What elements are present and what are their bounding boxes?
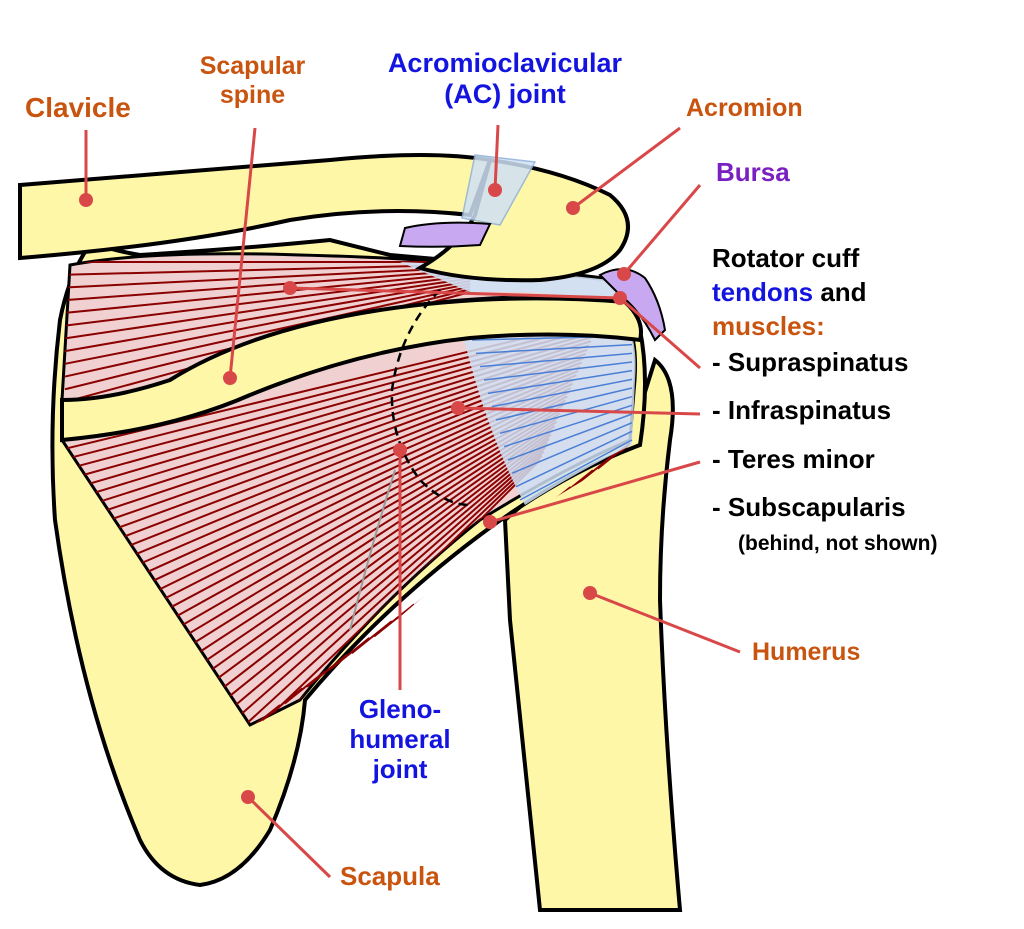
infraspinatus-fiber: [223, 433, 552, 689]
teres-minor-leader-dot: [483, 515, 497, 529]
supraspinatus-fiber: [64, 277, 471, 340]
scapular-spine-label-line1: Scapular: [199, 52, 306, 80]
tendon-fiber: [515, 430, 633, 488]
supraspinatus-dot-link-dot: [283, 281, 297, 295]
supraspinatus-fiber: [64, 282, 471, 365]
ac-joint-label-line2: (AC) joint: [444, 79, 566, 110]
gh-joint-label-line3: joint: [372, 753, 428, 784]
legend-item-infraspinatus: - Infraspinatus: [712, 395, 892, 425]
tendon-fiber: [495, 387, 633, 421]
tendon-fiber: [475, 343, 633, 355]
tendon-fiber: [491, 378, 633, 408]
gh-joint-label-line2: humeral: [349, 723, 451, 754]
infraspinatus-fiber: [241, 446, 547, 715]
glenohumeral-joint-outline: [390, 289, 471, 507]
glenohumeral-joint-label: Gleno- humeral joint: [330, 694, 470, 785]
ac-joint-label-line1: Acromioclavicular: [387, 48, 623, 78]
humerus-label: Humerus: [752, 638, 861, 666]
supraspinatus-fiber: [64, 266, 471, 289]
supraspinatus-fiber: [64, 269, 471, 302]
bursa-leader-dot: [617, 267, 631, 281]
acromion-label: Acromion: [686, 94, 803, 122]
infraspinatus-fiber: [198, 416, 559, 653]
gh-joint-label-line1: Gleno-: [358, 694, 442, 724]
scapular-spine-leader: [228, 127, 257, 379]
acromion-leader-dot: [566, 201, 580, 215]
legend-title: Rotator cuff: [712, 243, 860, 273]
legend-line2: tendons and: [712, 276, 867, 310]
acromion-bone: [414, 157, 630, 283]
leader-lines: [79, 124, 741, 879]
legend-item-subscapularis: - Subscapularis: [712, 492, 906, 522]
infraspinatus-leader-dot: [451, 401, 465, 415]
infraspinatus-fiber: [229, 438, 550, 697]
infraspinatus-fiber: [204, 420, 557, 662]
infraspinatus-fiber: [216, 429, 554, 680]
legend-and: and: [813, 276, 867, 307]
infraspinatus-leader: [457, 406, 701, 416]
ac-joint-leader: [493, 124, 500, 191]
tendon-fiber: [519, 439, 633, 501]
clavicle-label: Clavicle: [25, 92, 131, 123]
infraspinatus-fiber: [210, 425, 556, 671]
scapular-spine-label-line2: spine: [219, 80, 286, 109]
humerus-leader-dot: [583, 586, 597, 600]
glenohumeral-leader-dot: [393, 443, 407, 457]
scapula-leader-dot: [241, 790, 255, 804]
infraspinatus-fiber: [247, 450, 545, 724]
bursa-label: Bursa: [716, 157, 790, 187]
bursa-leader: [622, 184, 702, 275]
clavicle-leader-dot: [79, 193, 93, 207]
humerus-leader: [589, 591, 741, 654]
ac-joint-leader-dot: [488, 183, 502, 197]
tendon-fiber: [483, 361, 633, 381]
scapular-spine-label: Scapular spine: [190, 52, 315, 110]
supraspinatus-fiber: [64, 274, 471, 327]
teres-minor-leader: [489, 460, 701, 524]
tendon-fiber: [499, 395, 633, 435]
glenoid-rim: [349, 469, 396, 631]
legend-item-teres-minor: - Teres minor: [712, 444, 875, 474]
ac-joint-label: Acromioclavicular (AC) joint: [360, 48, 650, 110]
supraspinatus-fiber: [64, 263, 471, 276]
infraspinatus-fiber: [235, 442, 548, 706]
supraspinatus-fiber: [64, 271, 471, 314]
tendon-fiber: [479, 352, 633, 368]
legend-tendons: tendons: [712, 276, 814, 307]
tendon-fiber: [487, 369, 633, 395]
subacromial-bursa: [398, 221, 492, 248]
supraspinatus-leader: [619, 296, 701, 370]
scapular-spine-bone: [60, 296, 643, 443]
rotator-cuff-legend: Rotator cuff tendons and muscles:: [712, 242, 867, 343]
tendon-fiber: [511, 421, 633, 475]
supraspinatus-dot-link: [289, 286, 621, 300]
scapula-label: Scapula: [340, 861, 440, 891]
acromion-leader: [572, 126, 681, 210]
teres-minor-fiber: [597, 440, 630, 470]
scapular-spine-leader-dot: [223, 371, 237, 385]
legend-note: (behind, not shown): [738, 532, 938, 555]
legend-item-supraspinatus: - Supraspinatus: [712, 347, 909, 377]
legend-muscles: muscles:: [712, 310, 825, 341]
infraspinatus-tendon: [455, 296, 636, 505]
supraspinatus-fiber: [64, 285, 471, 378]
tendon-fiber: [507, 413, 633, 461]
scapula-leader: [246, 795, 332, 879]
